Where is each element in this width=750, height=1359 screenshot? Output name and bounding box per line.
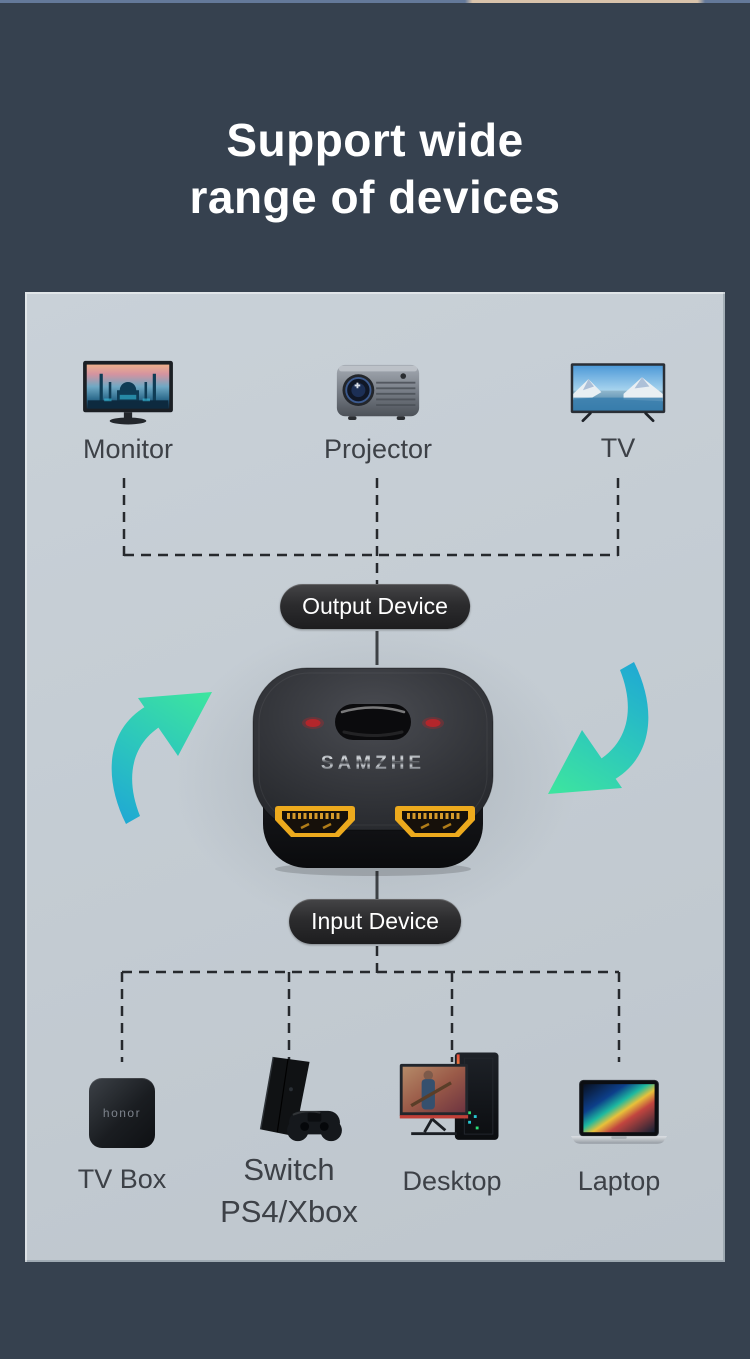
title-line-1: Support wide	[226, 114, 524, 166]
product-brand-text: SAMZHE	[321, 753, 425, 774]
tv-box-icon: honor	[89, 1078, 155, 1148]
hdmi-switcher-product-image: SAMZHE	[252, 667, 494, 876]
rotate-arrow-left-icon	[111, 692, 212, 824]
game-console-icon	[259, 1056, 342, 1142]
input-device-label-console-2: PS4/Xbox	[220, 1194, 358, 1229]
tv-box-brand-text: honor	[102, 1106, 142, 1120]
title-line-2: range of devices	[189, 171, 561, 223]
top-edge-strip	[0, 0, 750, 3]
output-device-label-projector: Projector	[323, 434, 433, 464]
rotate-arrow-right-icon	[548, 662, 649, 794]
hdmi-port-left	[273, 804, 357, 839]
desktop-pc-icon	[399, 1052, 499, 1140]
input-device-label-desktop: Desktop	[402, 1166, 502, 1196]
monitor-icon	[83, 360, 173, 425]
output-device-group-badge: Output Device	[280, 584, 470, 629]
tv-icon	[570, 363, 666, 423]
input-device-group-badge: Input Device	[289, 899, 461, 944]
page-title: Support wide range of devices	[0, 112, 750, 226]
input-device-label-tvbox: TV Box	[77, 1164, 167, 1194]
led-right	[425, 719, 441, 727]
projector-icon	[336, 364, 420, 421]
input-device-label-console-1: Switch	[243, 1152, 335, 1187]
hdmi-port-right	[393, 804, 477, 839]
input-device-label-laptop: Laptop	[577, 1166, 661, 1196]
led-left	[305, 719, 321, 727]
output-device-label-tv: TV	[600, 433, 636, 463]
output-device-label-monitor: Monitor	[82, 434, 174, 464]
laptop-icon	[570, 1079, 668, 1144]
